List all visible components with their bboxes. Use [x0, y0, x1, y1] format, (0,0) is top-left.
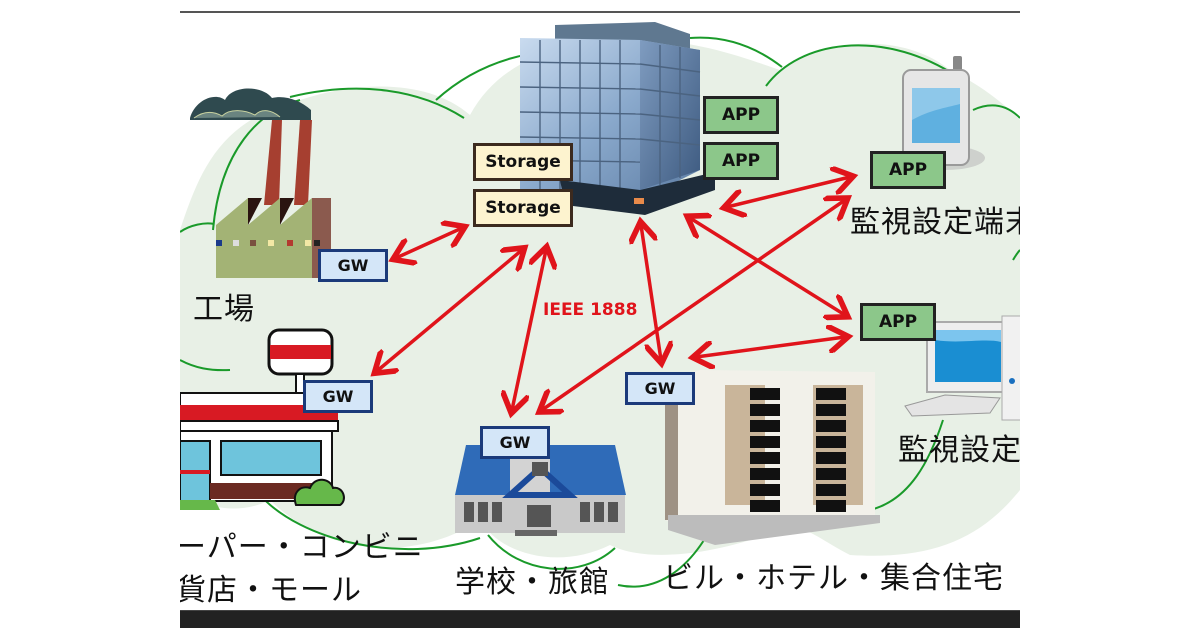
- desktop-computer-illustration: [904, 315, 1020, 421]
- store-label-line2: 百貨店・モール: [180, 573, 362, 608]
- app-tag-server-1: APP: [703, 96, 779, 134]
- arrow-building-pc: [696, 337, 845, 357]
- pc-terminal-label: 監視設定: [898, 433, 1020, 468]
- school-label: 学校・旅館: [455, 565, 610, 600]
- ieee1888-arrows: [377, 177, 850, 410]
- convenience-store-illustration: [180, 328, 345, 510]
- app-tag-mobile: APP: [870, 151, 946, 189]
- factory-label: 工場: [193, 292, 255, 327]
- app-tag-server-2: APP: [703, 142, 779, 180]
- store-label-line1: スーパー・コンビニ: [180, 530, 424, 565]
- arrow-server-mobile: [727, 177, 850, 207]
- gw-tag-school: GW: [480, 426, 550, 459]
- storage-tag-2: Storage: [473, 189, 573, 227]
- data-center-building-illustration: [519, 22, 715, 215]
- factory-illustration: [190, 88, 331, 278]
- diagram-frame: Storage Storage APP APP APP APP GW GW GW…: [180, 0, 1020, 630]
- gw-tag-building: GW: [625, 372, 695, 405]
- protocol-label: IEEE 1888: [543, 300, 638, 320]
- diagram-graphics: [180, 22, 1020, 588]
- gw-tag-store: GW: [303, 380, 373, 413]
- apartment-building-illustration: [665, 370, 880, 545]
- arrow-server-pc: [690, 218, 845, 315]
- top-border-line: [180, 11, 1020, 13]
- mobile-terminal-label: 監視設定端末: [850, 205, 1020, 240]
- mobile-phone-illustration: [902, 56, 985, 170]
- gw-tag-factory: GW: [318, 249, 388, 282]
- app-tag-pc: APP: [860, 303, 936, 341]
- building-label: ビル・ホテル・集合住宅: [663, 561, 1004, 596]
- bottom-bar: [180, 610, 1020, 628]
- arrow-store-storage: [377, 250, 522, 371]
- storage-tag-1: Storage: [473, 143, 573, 181]
